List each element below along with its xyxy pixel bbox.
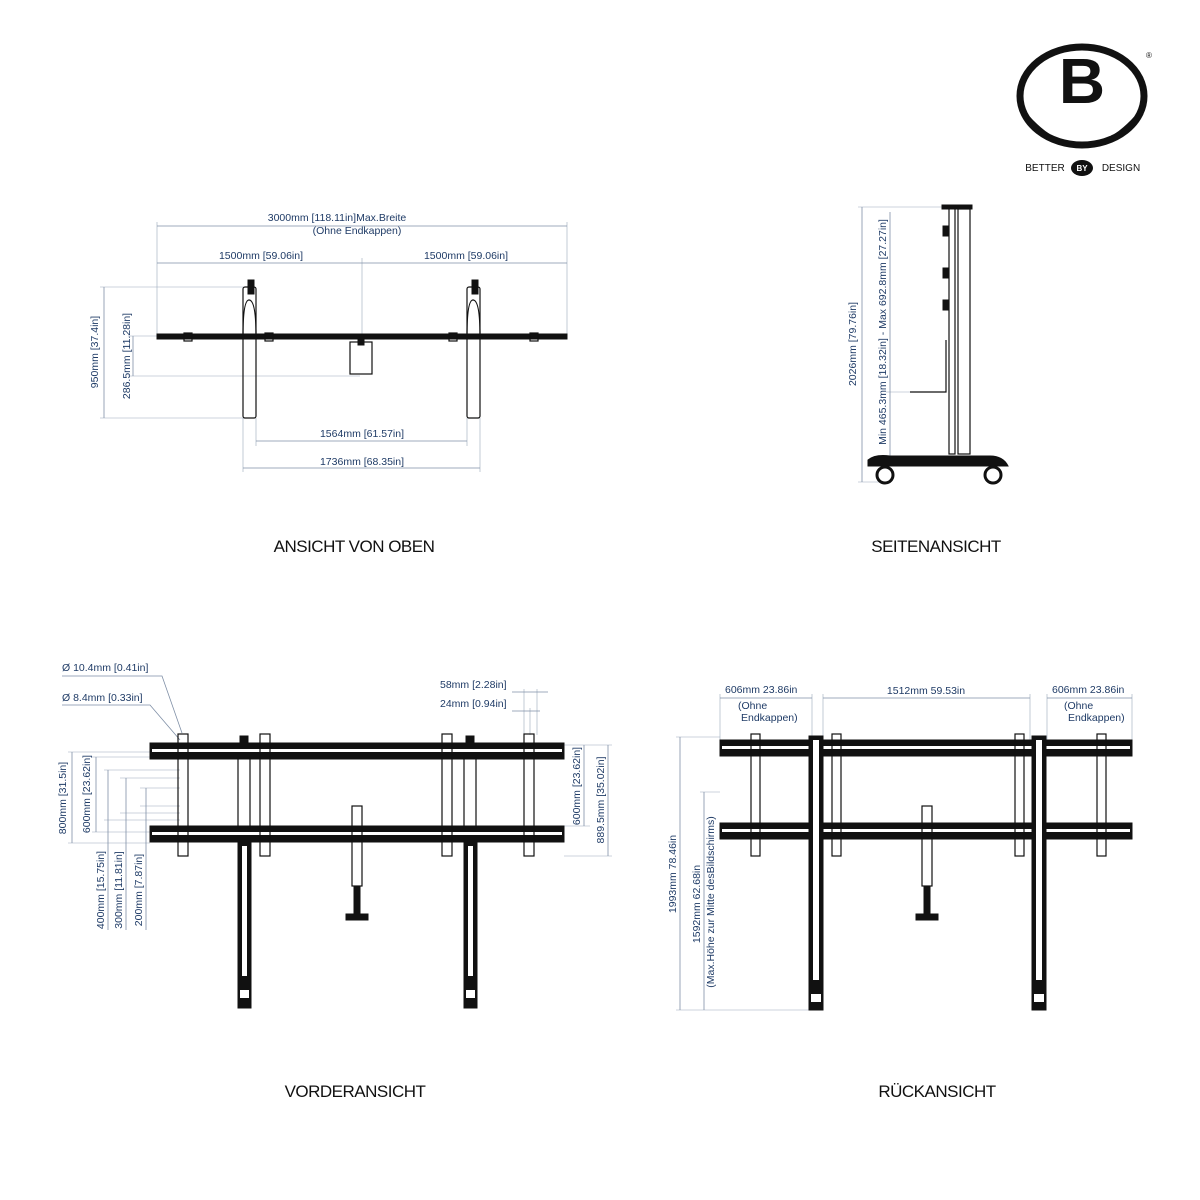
label-hole-small: Ø 8.4mm [0.33in] (62, 692, 143, 704)
front-view: Ø 10.4mm [0.41in] Ø 8.4mm [0.33in] 58mm … (57, 662, 612, 1009)
label-600-left: 600mm [23.62in] (81, 755, 93, 833)
logo-tagline-mid: BY (1076, 164, 1088, 173)
back-arm-1 (750, 733, 761, 857)
back-arm-2 (831, 733, 842, 857)
label-right-cap-note2: Endkappen) (1068, 712, 1125, 724)
label-half-right: 1500mm [59.06in] (424, 250, 508, 262)
logo-letter: B (1059, 45, 1105, 117)
front-arm-1 (177, 733, 189, 857)
label-half-left: 1500mm [59.06in] (219, 250, 303, 262)
btech-logo: B TECH ® BETTER BY DESIGN (1016, 43, 1152, 176)
label-max-width-note: (Ohne Endkappen) (313, 225, 402, 237)
back-view: 606mm 23.86in (Ohne Endkappen) 1512mm 59… (667, 684, 1133, 1011)
logo-registered: ® (1146, 51, 1152, 60)
back-arm-3 (1014, 733, 1025, 857)
back-center-support (921, 805, 933, 887)
side-base (867, 455, 1009, 467)
label-right-cap-note1: (Ohne (1064, 700, 1093, 712)
side-view: 2026mm [79.76in] Min 465.3mm [18.32in] -… (847, 204, 1009, 485)
label-outer-feet: 1736mm [68.35in] (320, 456, 404, 468)
back-arm-4 (1096, 733, 1107, 857)
top-view: 3000mm [118.11in]Max.Breite (Ohne Endkap… (89, 212, 568, 472)
top-crossbar (156, 333, 568, 340)
label-left-cap: 606mm 23.86in (725, 684, 798, 696)
label-center: 1512mm 59.53in (887, 685, 965, 697)
label-overall-height: 2026mm [79.76in] (847, 302, 859, 386)
label-right-cap: 606mm 23.86in (1052, 684, 1125, 696)
title-back-view: RÜCKANSICHT (878, 1082, 995, 1101)
label-total-height: 1993mm 78.46in (667, 835, 679, 913)
label-center-height-note: (Max.Höhe zur Mitte desBildschirms) (705, 816, 717, 988)
side-column-rear (957, 208, 971, 455)
label-height-range: Min 465.3mm [18.32in] - Max 692.8mm [27.… (877, 219, 889, 445)
side-column-front (948, 206, 956, 455)
label-400: 400mm [15.75in] (95, 851, 107, 929)
front-arm-2 (259, 733, 271, 857)
label-800: 800mm [31.5in] (57, 762, 69, 834)
logo-tagline-right: DESIGN (1102, 163, 1140, 174)
label-200: 200mm [7.87in] (133, 854, 145, 926)
label-max-width: 3000mm [118.11in]Max.Breite (268, 212, 407, 224)
center-bracket (349, 341, 373, 375)
logo-word: TECH (1052, 116, 1112, 141)
front-caster (875, 465, 895, 485)
title-front-view: VORDERANSICHT (285, 1082, 426, 1101)
label-left-cap-note1: (Ohne (738, 700, 767, 712)
label-inner-feet: 1564mm [61.57in] (320, 428, 404, 440)
label-889: 889.5mm [35.02in] (595, 756, 607, 843)
label-gap-58: 58mm [2.28in] (440, 679, 507, 691)
front-arm-4 (523, 733, 535, 857)
logo-tagline-left: BETTER (1025, 163, 1064, 174)
label-600-right: 600mm [23.62in] (571, 747, 583, 825)
label-left-cap-note2: Endkappen) (741, 712, 798, 724)
label-depth: 950mm [37.4in] (89, 316, 101, 388)
front-center-support (351, 805, 363, 887)
label-hole-large: Ø 10.4mm [0.41in] (62, 662, 148, 674)
front-arm-3 (441, 733, 453, 857)
label-center-height: 1592mm 62.68in (691, 865, 703, 943)
title-side-view: SEITENANSICHT (871, 537, 1001, 556)
title-top-view: ANSICHT VON OBEN (274, 537, 435, 556)
label-gap-24: 24mm [0.94in] (440, 698, 507, 710)
rear-caster (983, 465, 1003, 485)
label-300: 300mm [11.81in] (113, 851, 125, 929)
label-offset: 286.5mm [11.28in] (121, 313, 133, 399)
